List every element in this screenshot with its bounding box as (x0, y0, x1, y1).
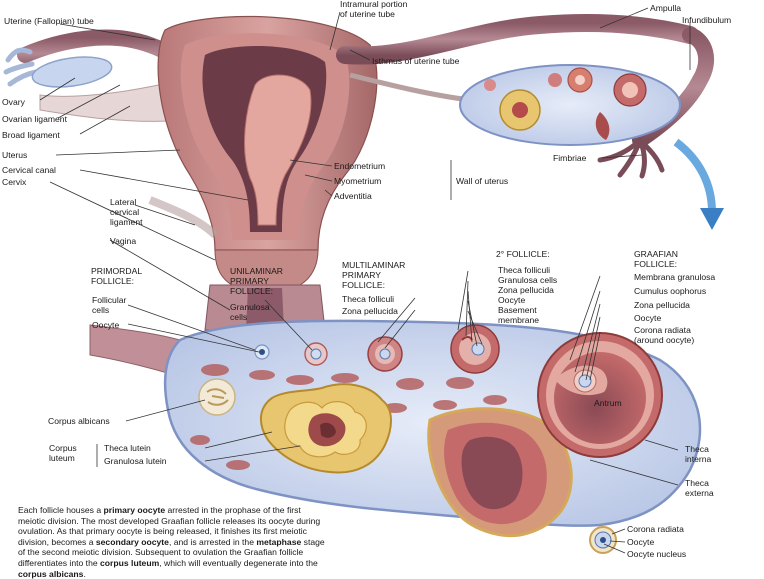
label-cervical-canal: Cervical canal (2, 165, 56, 175)
ovulated-oocyte (589, 526, 617, 554)
header-multilaminar-3: FOLLICLE: (342, 280, 385, 290)
label-lateral-1: Lateral (110, 197, 137, 207)
label-uterine-tube: Uterine (Fallopian) tube (4, 16, 94, 26)
label-granulosa-lutein: Granulosa lutein (104, 456, 167, 466)
label-granulosa-cells-2: cells (230, 312, 248, 322)
leader-lines (39, 7, 691, 554)
label-corpus-2: luteum (49, 453, 75, 463)
label-basement-2: membrane (498, 315, 540, 325)
header-multilaminar-2: PRIMARY (342, 270, 381, 280)
label-fimbriae: Fimbriae (553, 153, 587, 163)
label-endometrium: Endometrium (334, 161, 386, 171)
label-zona-pellucida-g: Zona pellucida (634, 300, 690, 310)
label-oocyte-2: Oocyte (498, 295, 526, 305)
description-caption: Each follicle houses a primary oocyte ar… (18, 505, 325, 579)
label-broad-ligament: Broad ligament (2, 130, 60, 140)
label-granulosa-cells-1: Granulosa (230, 302, 270, 312)
header-multilaminar-1: MULTILAMINAR (342, 260, 406, 270)
header-unilaminar-3: FOLLICLE: (230, 286, 273, 296)
corpus-luteum-shape (260, 383, 392, 474)
label-theca-externa-2: externa (685, 488, 714, 498)
label-oocyte-nucleus: Oocyte nucleus (627, 549, 687, 559)
label-lateral-3: ligament (110, 217, 143, 227)
label-myometrium: Myometrium (334, 176, 382, 186)
header-unilaminar-2: PRIMARY (230, 276, 269, 286)
label-theca-interna-1: Theca (685, 444, 709, 454)
ovulation-arrow (673, 138, 724, 230)
label-corona-radiata-g-2: (around oocyte) (634, 335, 695, 345)
graafian-follicle-shape (537, 332, 663, 458)
label-corona-radiata-g-1: Corona radiata (634, 325, 691, 335)
label-intramural-2: of uterine tube (340, 9, 395, 19)
ovary-cross-section (89, 319, 702, 554)
label-adventitia: Adventitia (334, 191, 372, 201)
header-secondary: 2° FOLLICLE: (496, 249, 550, 259)
label-oocyte-bottom: Oocyte (627, 537, 655, 547)
label-corona-radiata: Corona radiata (627, 524, 684, 534)
ruptured-follicle (427, 407, 573, 538)
label-theca-folliculi-multi: Theca folliculi (342, 294, 395, 304)
label-wall-of-uterus: Wall of uterus (456, 176, 509, 186)
label-membrana-granulosa: Membrana granulosa (634, 272, 716, 282)
header-primordial-2: FOLLICLE: (91, 276, 134, 286)
label-corpus-albicans: Corpus albicans (48, 416, 110, 426)
header-unilaminar-1: UNILAMINAR (230, 266, 284, 276)
uterus-illustration (3, 14, 715, 331)
label-infundibulum: Infundibulum (682, 15, 732, 25)
label-uterus: Uterus (2, 150, 28, 160)
label-granulosa-cells-2nd: Granulosa cells (498, 275, 558, 285)
label-ampulla: Ampulla (650, 3, 682, 13)
label-theca-externa-1: Theca (685, 478, 709, 488)
label-vagina: Vagina (110, 236, 137, 246)
label-antrum: Antrum (594, 398, 622, 408)
label-intramural-1: Intramural portion (340, 0, 408, 9)
header-graafian-1: GRAAFIAN (634, 249, 678, 259)
label-cumulus-oophorus: Cumulus oophorus (634, 286, 707, 296)
label-theca-lutein: Theca lutein (104, 443, 151, 453)
label-zona-pellucida-multi: Zona pellucida (342, 306, 398, 316)
label-cervix: Cervix (2, 177, 27, 187)
label-isthmus: Isthmus of uterine tube (372, 56, 460, 66)
label-theca-interna-2: interna (685, 454, 712, 464)
label-zona-pellucida-2: Zona pellucida (498, 285, 554, 295)
label-corpus-1: Corpus (49, 443, 77, 453)
label-oocyte-left: Oocyte (92, 320, 120, 330)
label-theca-folliculi-2: Theca folliculi (498, 265, 551, 275)
label-follicular-cells-1: Follicular (92, 295, 127, 305)
label-basement-1: Basement (498, 305, 537, 315)
label-follicular-cells-2: cells (92, 305, 110, 315)
label-ovary: Ovary (2, 97, 25, 107)
label-lateral-2: cervical (110, 207, 140, 217)
label-ovarian-ligament: Ovarian ligament (2, 114, 67, 124)
header-graafian-2: FOLLICLE: (634, 259, 677, 269)
header-primordial-1: PRIMORDAL (91, 266, 143, 276)
label-oocyte-g: Oocyte (634, 313, 662, 323)
